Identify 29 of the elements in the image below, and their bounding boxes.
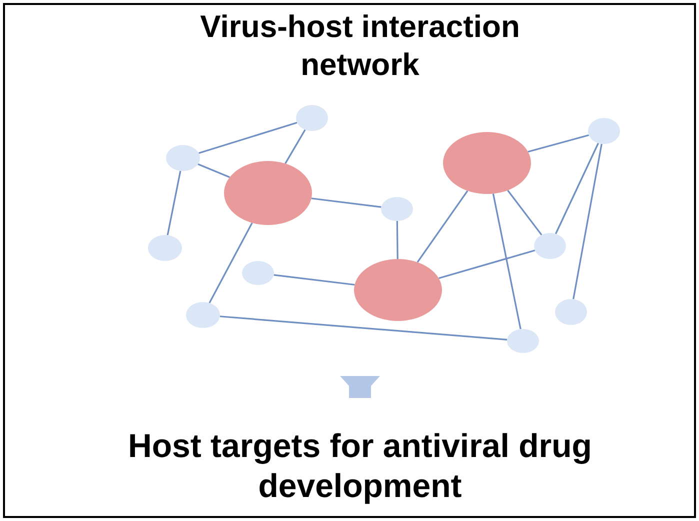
node-circle [534, 233, 566, 259]
network-link [166, 170, 182, 236]
node-circle [186, 302, 220, 328]
network-link [492, 194, 522, 330]
node-circle [507, 329, 539, 353]
node-circle [381, 197, 413, 221]
result-text: Host targets for antiviral drug development [127, 426, 593, 506]
network-link [438, 250, 536, 279]
network-link [311, 198, 382, 208]
network-link [198, 163, 230, 178]
node-circle [588, 118, 620, 144]
diagram-title: Virus-host interaction network [199, 8, 521, 84]
node-circle [148, 235, 182, 261]
node-circle [296, 105, 328, 131]
node-circle [166, 145, 200, 171]
network-link [208, 222, 253, 304]
network-link [507, 190, 542, 236]
node-circle [555, 299, 587, 325]
network-link [198, 122, 298, 154]
network-link [220, 316, 508, 340]
network-link [396, 221, 398, 259]
network-link [274, 274, 355, 286]
network-link [572, 144, 602, 300]
block-arrow [340, 376, 380, 398]
network-link [416, 190, 468, 263]
network-link [554, 142, 600, 234]
node-circle [242, 261, 274, 285]
network-link [528, 134, 590, 153]
network-link [284, 129, 306, 164]
